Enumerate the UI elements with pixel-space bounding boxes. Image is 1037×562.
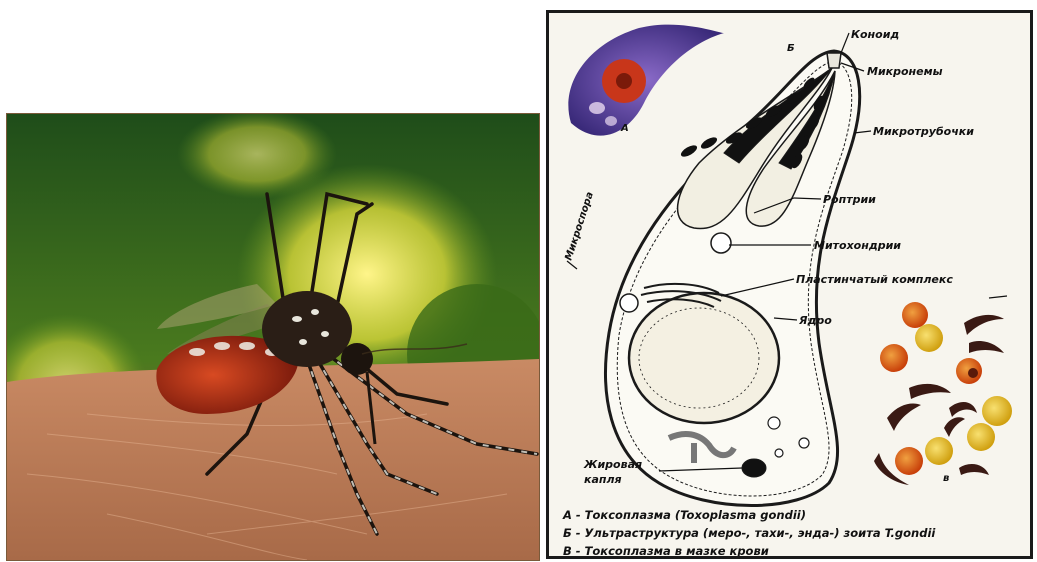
red-blood-cell [895, 447, 923, 475]
label-plate-complex: Пластинчатый комплекс [796, 273, 953, 286]
nucleus [629, 293, 779, 423]
label-micronemes: Микронемы [867, 65, 943, 78]
caption-line-a: А - Токсоплазма (Toxoplasma gondii) [563, 506, 1028, 524]
panel-letter-a: А [620, 123, 629, 134]
label-nucleus: Ядро [798, 314, 832, 327]
caption-line-b: Б - Ультраструктура (меро-, тахи-, энда-… [563, 524, 1028, 542]
label-micropore: Микроспора [563, 190, 596, 262]
panel-letter-b: Б [787, 43, 795, 54]
red-blood-cell [915, 324, 943, 352]
conoid [827, 53, 841, 68]
caption-line-v: В - Токсоплазма в мазке крови [563, 542, 1028, 559]
label-conoid: Коноид [851, 28, 899, 41]
mosquito-photo [6, 113, 540, 561]
toxoplasma-stained-cell [568, 25, 724, 136]
mosquito-thorax [262, 291, 352, 367]
mitochondrion [620, 294, 638, 312]
red-blood-cell [982, 396, 1012, 426]
fat-droplet [742, 459, 766, 477]
panel-letter-v: в [943, 473, 949, 484]
figure-caption: А - Токсоплазма (Toxoplasma gondii) Б - … [563, 506, 1028, 559]
red-blood-cell [902, 302, 928, 328]
red-blood-cell [925, 437, 953, 465]
red-blood-cell [880, 344, 908, 372]
mosquito-head [341, 343, 373, 375]
label-rhoptries: Роптрии [823, 193, 876, 206]
mitochondrion [711, 233, 731, 253]
label-microtubules: Микротрубочки [873, 125, 974, 138]
label-fat-drop-line1: Жировая [583, 458, 642, 471]
mosquito-illustration [7, 114, 539, 560]
blood-smear [874, 296, 1012, 485]
toxoplasma-diagram: А Б [549, 13, 1030, 559]
toxoplasma-diagram-plate: А Б [546, 10, 1033, 559]
label-fat-drop-line2: капля [584, 473, 622, 486]
red-blood-cell [967, 423, 995, 451]
label-mitochondria: Митохондрии [814, 239, 901, 252]
